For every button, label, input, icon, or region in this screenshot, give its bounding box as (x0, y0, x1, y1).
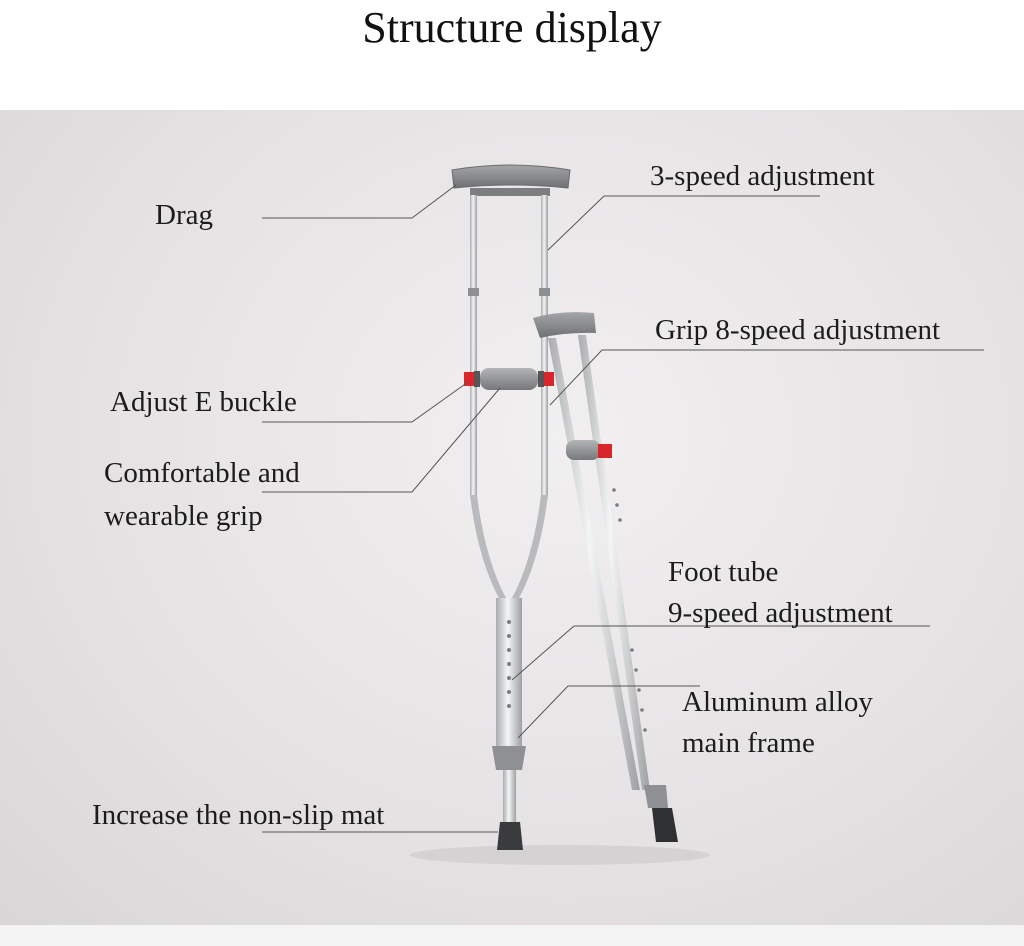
back-hand-grip (566, 440, 600, 460)
hand-grip (480, 368, 538, 390)
front-crutch (451, 164, 571, 850)
label-non-slip-mat: Increase the non-slip mat (92, 799, 385, 831)
back-crutch (533, 312, 678, 842)
label-drag: Drag (155, 199, 213, 231)
label-foot-tube-line1: Foot tube (668, 556, 779, 588)
label-foot-tube-line2: 9-speed adjustment (668, 597, 893, 629)
back-non-slip-tip (652, 808, 678, 842)
lower-rails (470, 495, 507, 600)
label-comfortable-line2: wearable grip (104, 500, 263, 532)
label-grip-8-speed-adjustment: Grip 8-speed adjustment (655, 314, 941, 346)
leader-drag (262, 184, 457, 219)
leader-foot (511, 625, 930, 681)
leader-adjust-e (262, 381, 469, 423)
label-adjust-e-buckle: Adjust E buckle (110, 386, 297, 418)
page-title: Structure display (362, 3, 662, 52)
foot-tube (503, 770, 516, 822)
collar (492, 746, 526, 770)
left-rail (470, 195, 477, 495)
non-slip-tip (497, 822, 523, 850)
leader-lines (262, 184, 984, 833)
leader-aluminum (517, 685, 700, 739)
leader-comfortable (262, 387, 501, 493)
buckle-right (544, 372, 554, 386)
label-comfortable-line1: Comfortable and (104, 457, 300, 489)
label-aluminum-line2: main frame (682, 727, 815, 759)
pad-base (470, 188, 550, 196)
label-3-speed-adjustment: 3-speed adjustment (650, 160, 875, 192)
back-side-tube (578, 335, 650, 790)
bottom-strip (0, 925, 1024, 946)
leader-3speed (547, 195, 820, 251)
right-rail (541, 195, 548, 495)
forearm-cuff (533, 312, 596, 338)
underarm-pad (451, 164, 571, 189)
leader-grip8 (549, 349, 984, 406)
label-aluminum-line1: Aluminum alloy (682, 686, 873, 718)
buckle-left (464, 372, 474, 386)
floor-shadow (410, 845, 710, 865)
